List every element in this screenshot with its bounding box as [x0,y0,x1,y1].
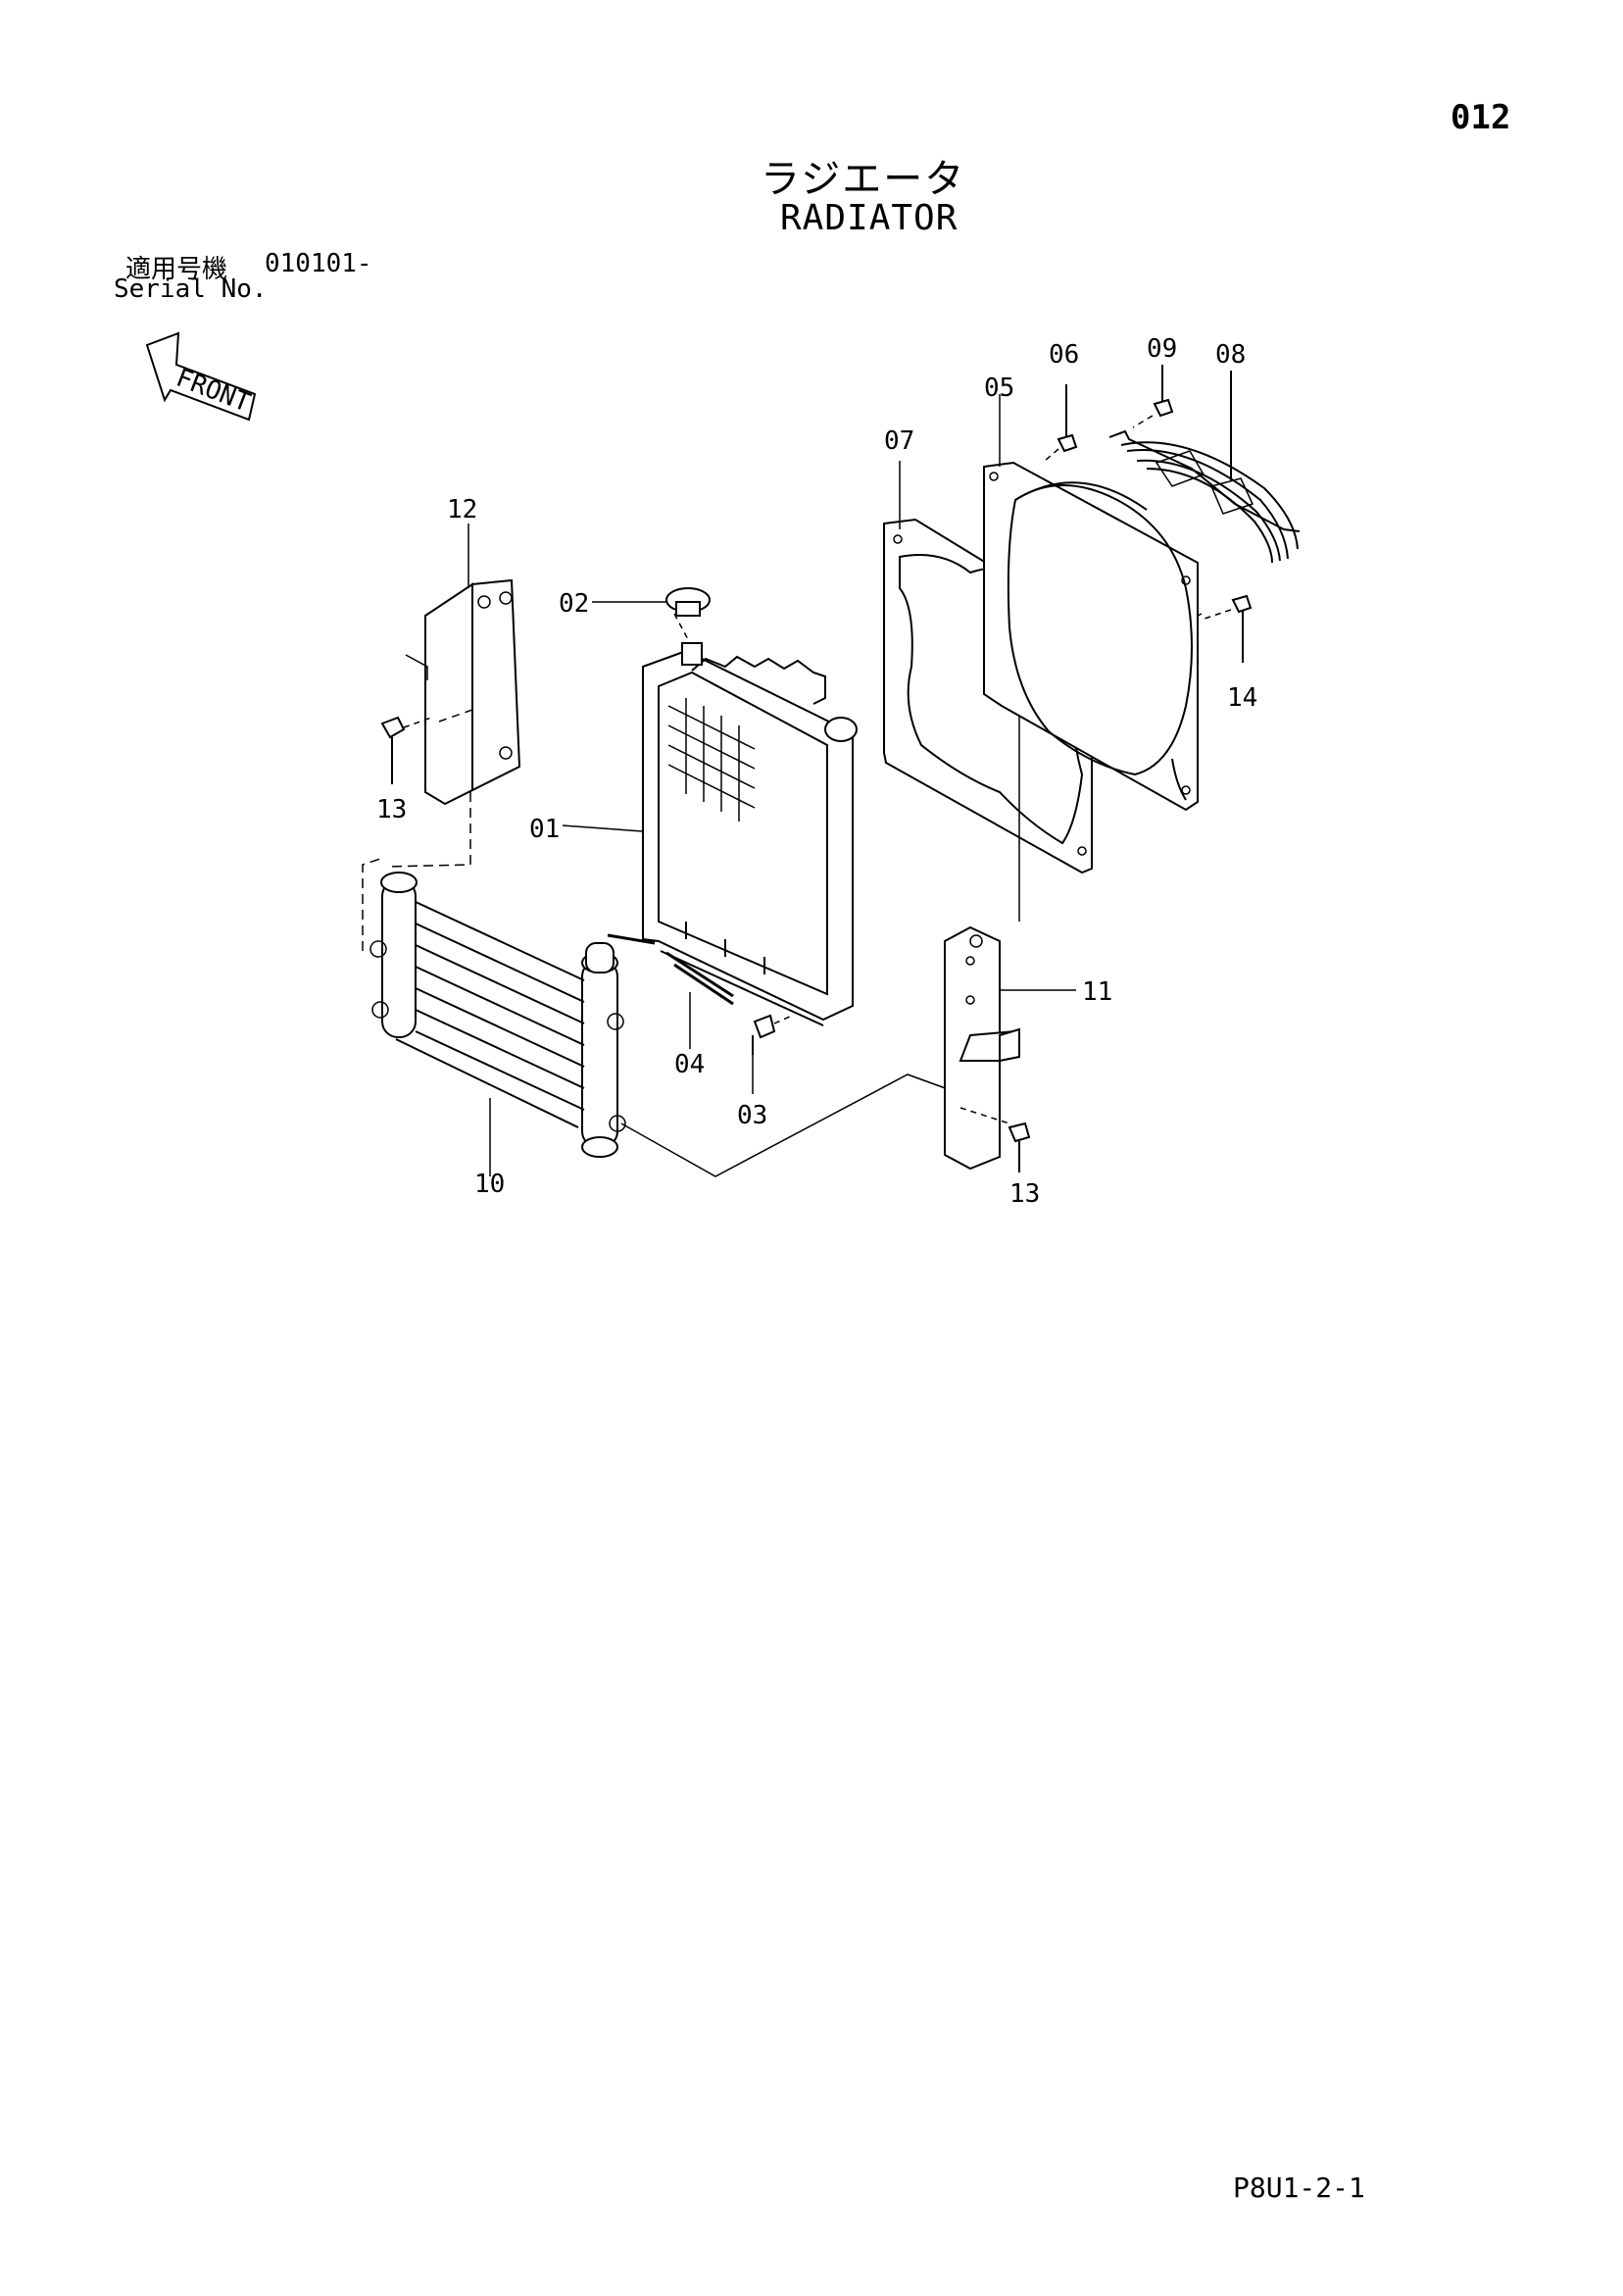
page-number: 012 [1451,98,1511,137]
footer-code: P8U1-2-1 [1233,2171,1365,2204]
part-09-bolt [1132,365,1174,428]
part-10-oil-cooler [362,792,952,1177]
callout-13-right: 13 [1009,1179,1040,1209]
callout-13-left: 13 [376,795,407,824]
part-13-bolt-left [380,716,432,784]
callout-08: 08 [1215,340,1246,370]
callout-14: 14 [1227,683,1257,713]
serial-number-value: 010101- [265,249,372,278]
callout-02: 02 [559,589,589,619]
callout-04: 04 [674,1050,705,1079]
callout-05: 05 [984,374,1014,403]
part-06-bolt [1044,384,1078,462]
callout-01: 01 [529,815,560,844]
part-11-bracket [944,925,1021,1171]
page-title: RADIATOR [780,198,959,238]
callout-06: 06 [1049,340,1079,370]
part-03-drain-cock [752,1014,793,1055]
leader-lines [467,394,1076,1176]
part-14-bolt [1201,594,1253,663]
part-08-fan-guard [1108,371,1301,564]
page-title-japanese: ラジエータ [761,157,966,202]
part-04-hose [607,933,734,1006]
front-arrow-icon: FRONT [145,331,257,422]
serial-label: Serial No. [114,275,268,304]
callout-07: 07 [884,426,914,456]
part-13-bolt-right [1008,1122,1031,1173]
callout-12: 12 [447,495,477,524]
front-arrow-label: FRONT [172,364,254,419]
callout-03: 03 [737,1101,767,1130]
part-12-bracket [405,578,521,806]
callout-11: 11 [1082,977,1112,1007]
part-05-fan-shroud [983,461,1199,812]
callout-10: 10 [474,1170,505,1199]
callout-09: 09 [1147,334,1177,364]
serial-label-japanese: 適用号機 [125,255,228,284]
part-01-radiator [642,642,858,1026]
part-02-radiator-cap [665,587,711,644]
